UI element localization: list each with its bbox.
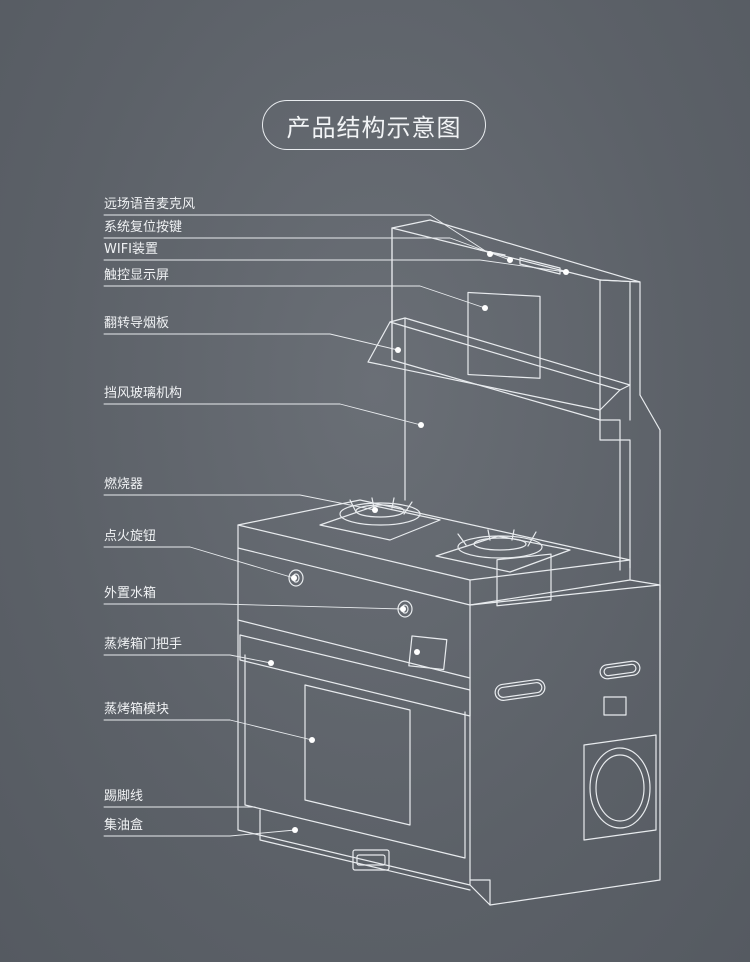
touch-screen [467, 291, 541, 379]
dot-mic [487, 251, 493, 257]
dot-burner [372, 507, 378, 513]
label-tank: 外置水箱 [104, 586, 157, 601]
label-oven: 蒸烤箱模块 [104, 702, 170, 717]
label-knob: 点火旋钮 [104, 529, 157, 544]
dot-glass [418, 422, 424, 428]
label-handle: 蒸烤箱门把手 [104, 637, 183, 652]
dot-tank-panel [414, 649, 420, 655]
burner-right [435, 529, 571, 573]
dot-oven [309, 737, 315, 743]
leader-lines [103, 214, 567, 837]
dot-reset [507, 257, 513, 263]
label-glass: 挡风玻璃机构 [104, 386, 183, 401]
dot-wifi [563, 269, 569, 275]
dot-touch [482, 305, 488, 311]
countertop [237, 499, 661, 606]
dot-handle [268, 660, 274, 666]
oil-box-handle [352, 849, 390, 871]
label-mic: 远场语音麦克风 [104, 197, 196, 212]
label-flap: 翻转导烟板 [104, 316, 170, 331]
dot-flap [395, 347, 401, 353]
label-wifi: WIFI装置 [104, 242, 158, 257]
label-burner: 燃烧器 [104, 477, 144, 492]
label-reset: 系统复位按键 [104, 220, 183, 235]
dot-knob [291, 575, 297, 581]
label-kick: 踢脚线 [104, 789, 144, 804]
diagram-title: 产品结构示意图 [262, 100, 486, 150]
side-panel [469, 553, 661, 906]
label-oil: 集油盒 [104, 818, 144, 833]
dot-tank [400, 606, 406, 612]
glass-column [404, 281, 661, 601]
water-tank-panel [408, 635, 448, 671]
leader-dots [268, 251, 569, 833]
back-panel [391, 219, 641, 421]
cabinet-front [237, 547, 471, 891]
dot-oil [292, 827, 298, 833]
smoke-flap [367, 317, 631, 411]
oven-window [304, 684, 411, 826]
label-touch: 触控显示屏 [104, 268, 170, 283]
